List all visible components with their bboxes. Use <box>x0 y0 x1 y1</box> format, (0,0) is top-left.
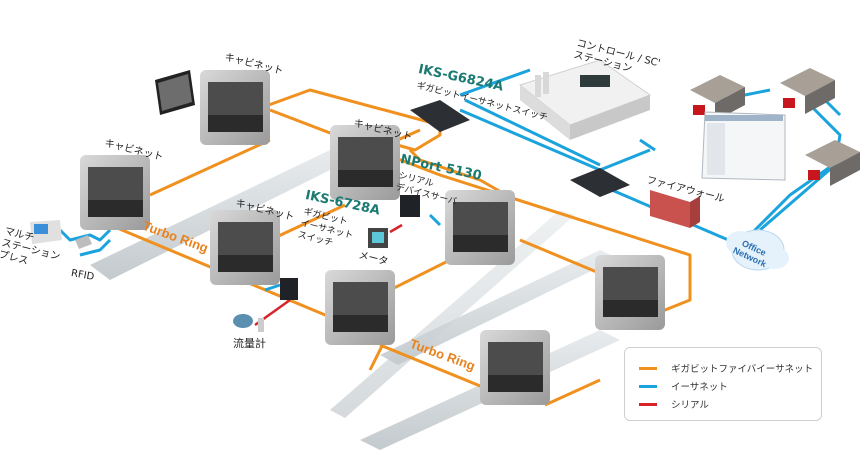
cabinet-4 <box>210 210 280 285</box>
legend-label: ギガビットファイバイーサネット <box>671 364 814 375</box>
network-management-window <box>701 111 786 181</box>
firewall-icon <box>650 190 700 228</box>
cabinet-3 <box>330 125 400 200</box>
hmi-panel <box>155 70 195 115</box>
legend-item-gigabit: ギガビットファイバイーサネット <box>639 361 813 375</box>
iks-g6824a-switch <box>410 100 470 132</box>
multi-station-press-device <box>30 220 62 244</box>
cabinet-7 <box>595 255 665 330</box>
legend-label: シリアル <box>671 400 709 411</box>
legend: ギガビットファイバイーサネット イーサネット シリアル <box>624 347 822 421</box>
rfid-reader <box>75 235 92 249</box>
legend-swatch <box>639 384 657 388</box>
legend-item-serial: シリアル <box>639 397 709 411</box>
legend-item-ethernet: イーサネット <box>639 379 728 393</box>
cabinets <box>80 70 665 405</box>
legend-swatch <box>639 402 657 406</box>
cabinet-8 <box>480 330 550 405</box>
control-station-room <box>518 59 652 140</box>
cabinet-5 <box>445 190 515 265</box>
legend-label: イーサネット <box>671 382 728 393</box>
legend-swatch <box>639 366 657 370</box>
cabinet-2 <box>80 155 150 230</box>
flowmeter-label: 流量計 <box>233 337 266 350</box>
cabinet-1 <box>200 70 270 145</box>
nport-5130-device <box>400 195 420 217</box>
iks-6728a-device <box>280 278 298 300</box>
office-network-cloud <box>726 229 789 271</box>
core-switch <box>570 168 630 197</box>
flowmeter-device <box>233 314 264 332</box>
meter-device <box>368 228 388 248</box>
cabinet-6 <box>325 270 395 345</box>
